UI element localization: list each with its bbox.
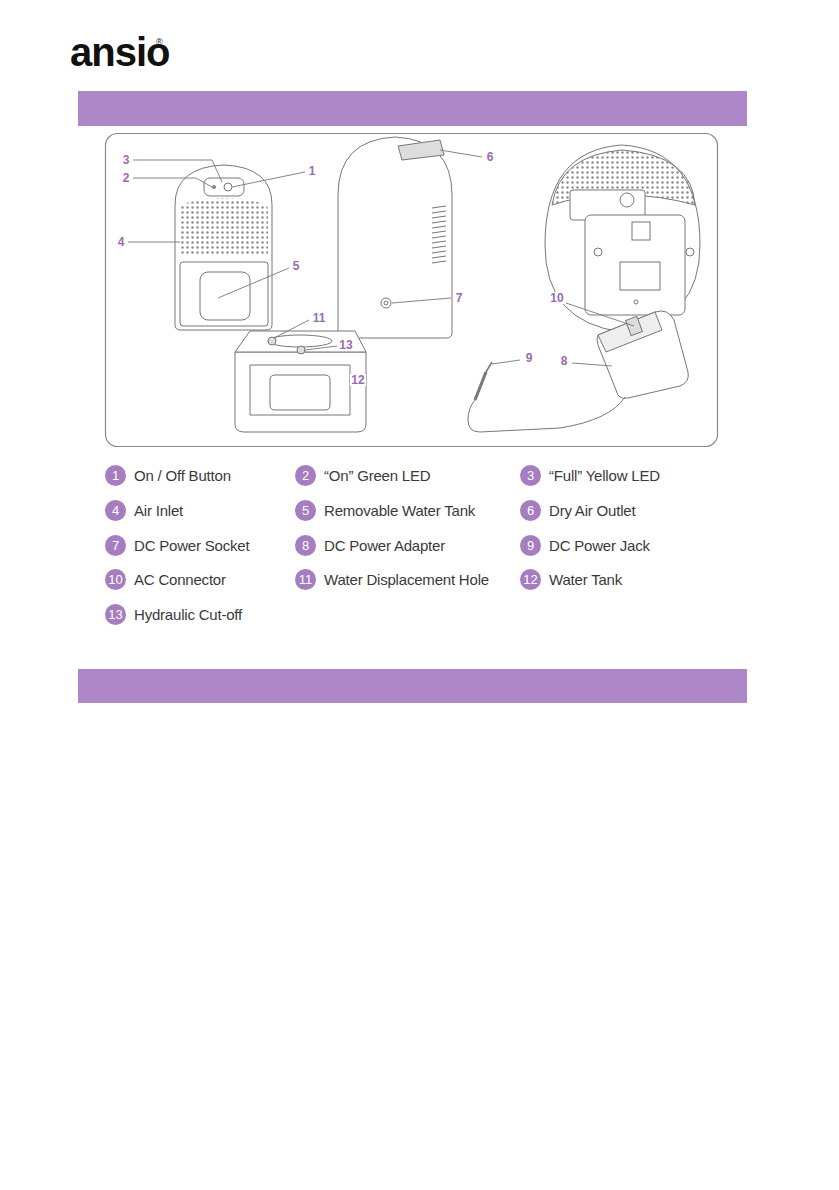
number-badge: 6 [520,500,541,521]
key-item: 4 Air Inlet [105,500,183,521]
part-name: “Full” Yellow LED [549,467,660,484]
callout-number: 7 [455,292,464,304]
part-name: Water Tank [549,571,622,588]
number-badge: 11 [295,569,316,590]
part-name: DC Power Jack [549,537,650,554]
header-band [78,91,747,126]
illustration-frame [106,134,718,447]
number-badge: 4 [105,500,126,521]
callout-number: 10 [549,292,564,304]
part-name: Water Displacement Hole [324,571,489,588]
registered-mark: ® [156,38,163,47]
key-item: 8 DC Power Adapter [295,535,445,556]
part-name: Air Inlet [134,502,183,519]
callout-number: 11 [312,312,327,324]
number-badge: 12 [520,569,541,590]
key-item: 12 Water Tank [520,569,622,590]
callout-number: 5 [292,260,301,272]
front-view [175,165,272,330]
power-adapter [468,311,688,432]
number-badge: 13 [105,604,126,625]
part-name: “On” Green LED [324,467,430,484]
callout-number: 3 [122,154,131,166]
key-item: 9 DC Power Jack [520,535,650,556]
key-item: 3 “Full” Yellow LED [520,465,660,486]
number-badge: 3 [520,465,541,486]
number-badge: 5 [295,500,316,521]
number-badge: 9 [520,535,541,556]
key-item: 1 On / Off Button [105,465,231,486]
key-item: 6 Dry Air Outlet [520,500,635,521]
callout-number: 6 [486,151,495,163]
key-item: 11 Water Displacement Hole [295,569,489,590]
key-item: 10 AC Connector [105,569,226,590]
number-badge: 8 [295,535,316,556]
back-view [338,137,452,338]
part-name: AC Connector [134,571,226,588]
key-item: 5 Removable Water Tank [295,500,475,521]
part-name: Hydraulic Cut-off [134,606,242,623]
water-tank [235,331,366,432]
key-item: 13 Hydraulic Cut-off [105,604,242,625]
number-badge: 10 [105,569,126,590]
callout-number: 12 [350,374,365,386]
part-name: On / Off Button [134,467,231,484]
callout-number: 4 [117,236,126,248]
part-name: Removable Water Tank [324,502,475,519]
part-name: DC Power Adapter [324,537,445,554]
leader-lines [128,150,634,385]
bottom-view [545,145,700,332]
key-item: 7 DC Power Socket [105,535,249,556]
number-badge: 1 [105,465,126,486]
number-badge: 2 [295,465,316,486]
brand-logo: ansio [70,32,169,72]
callout-number: 2 [122,172,131,184]
part-name: Dry Air Outlet [549,502,635,519]
header-band [78,669,747,703]
callout-number: 8 [560,355,569,367]
key-item: 2 “On” Green LED [295,465,430,486]
number-badge: 7 [105,535,126,556]
callout-number: 1 [308,165,317,177]
part-name: DC Power Socket [134,537,249,554]
callout-number: 9 [525,352,534,364]
callout-number: 13 [338,339,353,351]
